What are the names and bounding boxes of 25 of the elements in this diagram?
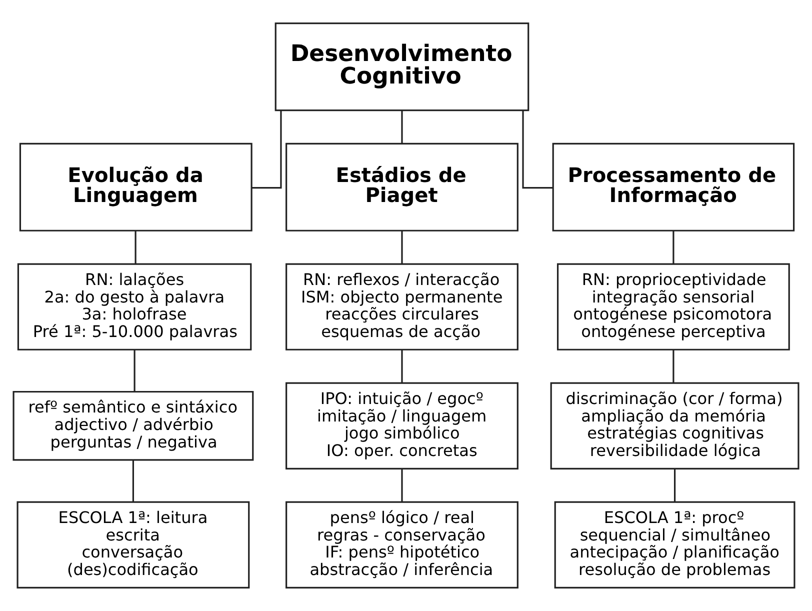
node-box: IPO: intuição / egocº imitação / linguagem jogo simbólico IO: oper. concretas — [286, 382, 518, 470]
node-box: Evolução da Linguagem — [19, 142, 252, 232]
connector — [672, 230, 674, 264]
connector — [252, 110, 282, 189]
node-box: Estádios de Piaget — [286, 142, 518, 232]
connector — [401, 350, 403, 383]
node-box: Desenvolvimento Cognitivo — [274, 22, 530, 112]
node-box: RN: reflexos / interacção ISM: objecto permanente reacções circulares esquemas de acção — [286, 263, 518, 350]
node-box: RN: lalações 2a: do gesto à palavra 3a: holofrase Pré 1ª: 5-10.000 palavras — [17, 263, 252, 350]
connector — [401, 110, 403, 144]
connector — [134, 230, 136, 264]
connector — [672, 350, 674, 383]
node-box: pensº lógico / real regras - conservação IF: pensº hipotético abstracção / inferência — [286, 501, 518, 588]
node-box: discriminação (cor / forma) ampliação da memória estratégias cognitivas reversibilidade lógica — [550, 382, 800, 470]
node-box: Processamento de Informação — [552, 142, 795, 232]
connector — [401, 230, 403, 264]
connector — [674, 468, 676, 502]
connector — [132, 460, 134, 502]
connector — [401, 468, 403, 502]
node-box: ESCOLA 1ª: leitura escrita conversação (des)codificação — [16, 501, 250, 588]
node-box: RN: proprioceptividade integração sensorial ontogénese psicomotora ontogénese perceptiva — [556, 263, 790, 350]
node-box: refº semântico e sintáxico adjectivo / advérbio perguntas / negativa — [12, 390, 254, 461]
connector — [522, 110, 554, 189]
connector — [134, 350, 136, 392]
node-box: ESCOLA 1ª: procº sequencial / simultâneo antecipação / planificação resolução de problemas — [554, 501, 796, 588]
